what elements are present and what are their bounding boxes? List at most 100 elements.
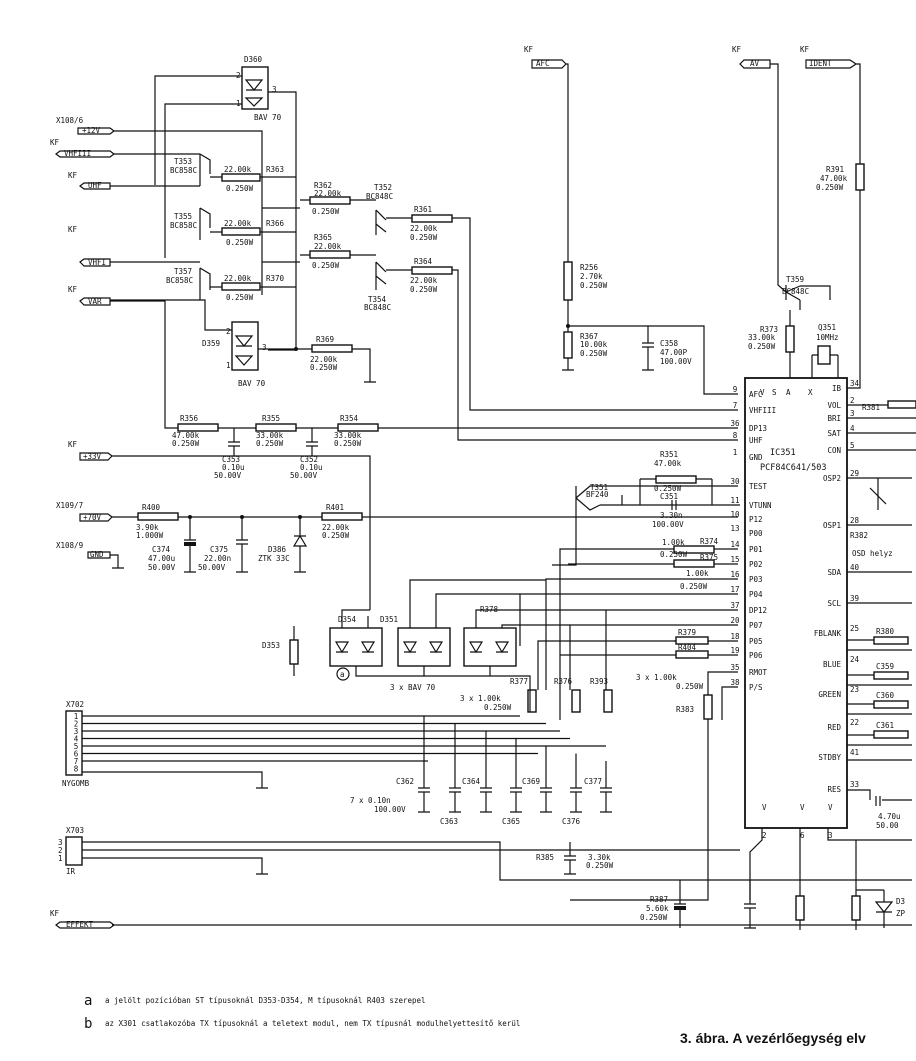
- r391-v2: 0.250W: [816, 183, 844, 192]
- ic-pin-number: 28: [850, 516, 860, 525]
- ic-pin-name: SDA: [827, 568, 841, 577]
- ic-pin-number: 30: [730, 477, 740, 486]
- r375-v1: 1.00k: [686, 569, 709, 578]
- net-av: AV: [750, 59, 760, 68]
- x702-ref: X702: [66, 700, 84, 709]
- x702-pin-number: 7: [74, 757, 79, 766]
- svg-text:X: X: [808, 388, 813, 397]
- ic-pin-name: UHF: [749, 436, 763, 445]
- ic-pin-number: 5: [850, 441, 855, 450]
- ic-pin-name: GND: [749, 453, 763, 462]
- d354-ref: D351: [380, 615, 398, 624]
- ic-pin-number: 40: [850, 563, 860, 572]
- ic-pin-name: P02: [749, 560, 763, 569]
- ic-pin-name: BRI: [827, 414, 841, 423]
- t352-ref: T352: [374, 183, 392, 192]
- ic-pin-name: VOL: [827, 401, 841, 410]
- x702-pin-number: 8: [74, 765, 79, 774]
- t353-ref: T353: [174, 157, 192, 166]
- kf-label: KF: [68, 225, 78, 234]
- r361-v1: 22.00k: [410, 224, 438, 233]
- net-afc: AFC: [536, 59, 550, 68]
- ic-pin-number: 20: [730, 616, 740, 625]
- svg-text:3: 3: [58, 838, 63, 847]
- t355-val: BC858C: [170, 221, 197, 230]
- r256-v1: 2.70k: [580, 272, 603, 281]
- ic-pin-number: 41: [850, 748, 859, 757]
- net-33v: +33V: [83, 452, 102, 461]
- r375-v2: 0.250W: [680, 582, 708, 591]
- ic-pin-name: P/S: [749, 683, 763, 692]
- r400-v1: 3.90k: [136, 523, 159, 532]
- ic-pin-number: 17: [730, 585, 739, 594]
- r367-ref: R367: [580, 332, 598, 341]
- t353-val: BC858C: [170, 166, 197, 175]
- l351-ref: R382: [850, 531, 868, 540]
- note-a-text: a jelölt pozícióban ST típusoknál D353-D…: [104, 996, 426, 1005]
- ic-pin-name: P06: [749, 651, 763, 660]
- net-vhfi: VHFI: [88, 258, 106, 267]
- svg-text:D3: D3: [896, 897, 905, 906]
- r400-ref: R400: [142, 503, 161, 512]
- d386-v1: ZTK 33C: [258, 554, 290, 563]
- ic-pin-number: 35: [730, 663, 739, 672]
- top-connectors: KF AFC KF AV KF IDENT: [524, 45, 858, 69]
- r374-ref: R374: [700, 537, 719, 546]
- r393-ref: R383: [676, 705, 694, 714]
- ic-pin-name: TEST: [749, 482, 768, 491]
- x702-pin-number: 5: [74, 742, 79, 751]
- ic-pin-number: 18: [730, 632, 740, 641]
- r367-v1: 10.00k: [580, 340, 608, 349]
- r357-ref: R381: [862, 403, 880, 412]
- svg-text:V: V: [800, 803, 805, 812]
- c353-v1: 0.10u: [222, 463, 245, 472]
- kf-label: KF: [50, 138, 60, 147]
- x702-pin-number: 2: [74, 720, 79, 729]
- net-ident: IDENT: [809, 59, 832, 68]
- svg-text:2: 2: [762, 831, 767, 840]
- r256-v2: 0.250W: [580, 281, 608, 290]
- c374-ref: C374: [152, 545, 171, 554]
- r373-ref: R373: [760, 325, 778, 334]
- r391-ref: R391: [826, 165, 844, 174]
- group-r3bw: 0.250W: [676, 682, 704, 691]
- r401-v2: 0.250W: [322, 531, 350, 540]
- r366-v1: 22.00k: [224, 219, 252, 228]
- group-c7: 7 x 0.10n: [350, 796, 391, 805]
- d353-ref: D354: [338, 615, 357, 624]
- ic-pin-name: RES: [827, 785, 841, 794]
- net-gnd: GND: [90, 550, 104, 559]
- right-outputs: R381 R382 OSD helyz R380 C359 C360 C361 …: [847, 400, 916, 830]
- r356-v1: 47.00k: [172, 431, 200, 440]
- r370-v2: 0.250W: [226, 293, 254, 302]
- ic-type: PCF84C641/503: [760, 463, 827, 473]
- svg-text:V: V: [828, 803, 833, 812]
- x109-7-label: X109/7: [56, 501, 83, 510]
- ic-pin-number: 4: [850, 424, 855, 433]
- c369-v1: 3.30k: [588, 853, 611, 862]
- note-a-mark: a: [84, 993, 93, 1009]
- bus-capacitor: [449, 723, 461, 813]
- r382-ref: C359: [876, 662, 894, 671]
- ic-pin-number: 10: [730, 510, 740, 519]
- ic-pin-name: BLUE: [823, 660, 842, 669]
- svg-text:V: V: [762, 803, 767, 812]
- x702-name: NYGOMB: [62, 779, 90, 788]
- group-c7v: 100.00V: [374, 805, 406, 814]
- q351-v1: 10MHz: [816, 333, 839, 342]
- r362-v1: 22.00k: [314, 189, 342, 198]
- kf-label: KF: [68, 440, 78, 449]
- r381-ref: C360: [876, 691, 895, 700]
- r383-ref: R380: [876, 627, 895, 636]
- d359-val: BAV 70: [238, 379, 266, 388]
- kf-label: KF: [732, 45, 742, 54]
- ic-pin-name: VHFIII: [749, 406, 776, 415]
- r364-v1: 22.00k: [410, 276, 438, 285]
- c351-v2: 100.00V: [652, 520, 684, 529]
- ic-pin-name: P01: [749, 545, 763, 554]
- ic-pin-number: 15: [730, 555, 739, 564]
- x702-pin-number: 4: [74, 735, 79, 744]
- svg-text:3: 3: [828, 831, 833, 840]
- c358-v1: 47.00P: [660, 348, 688, 357]
- ic-pin-number: 1: [733, 448, 738, 457]
